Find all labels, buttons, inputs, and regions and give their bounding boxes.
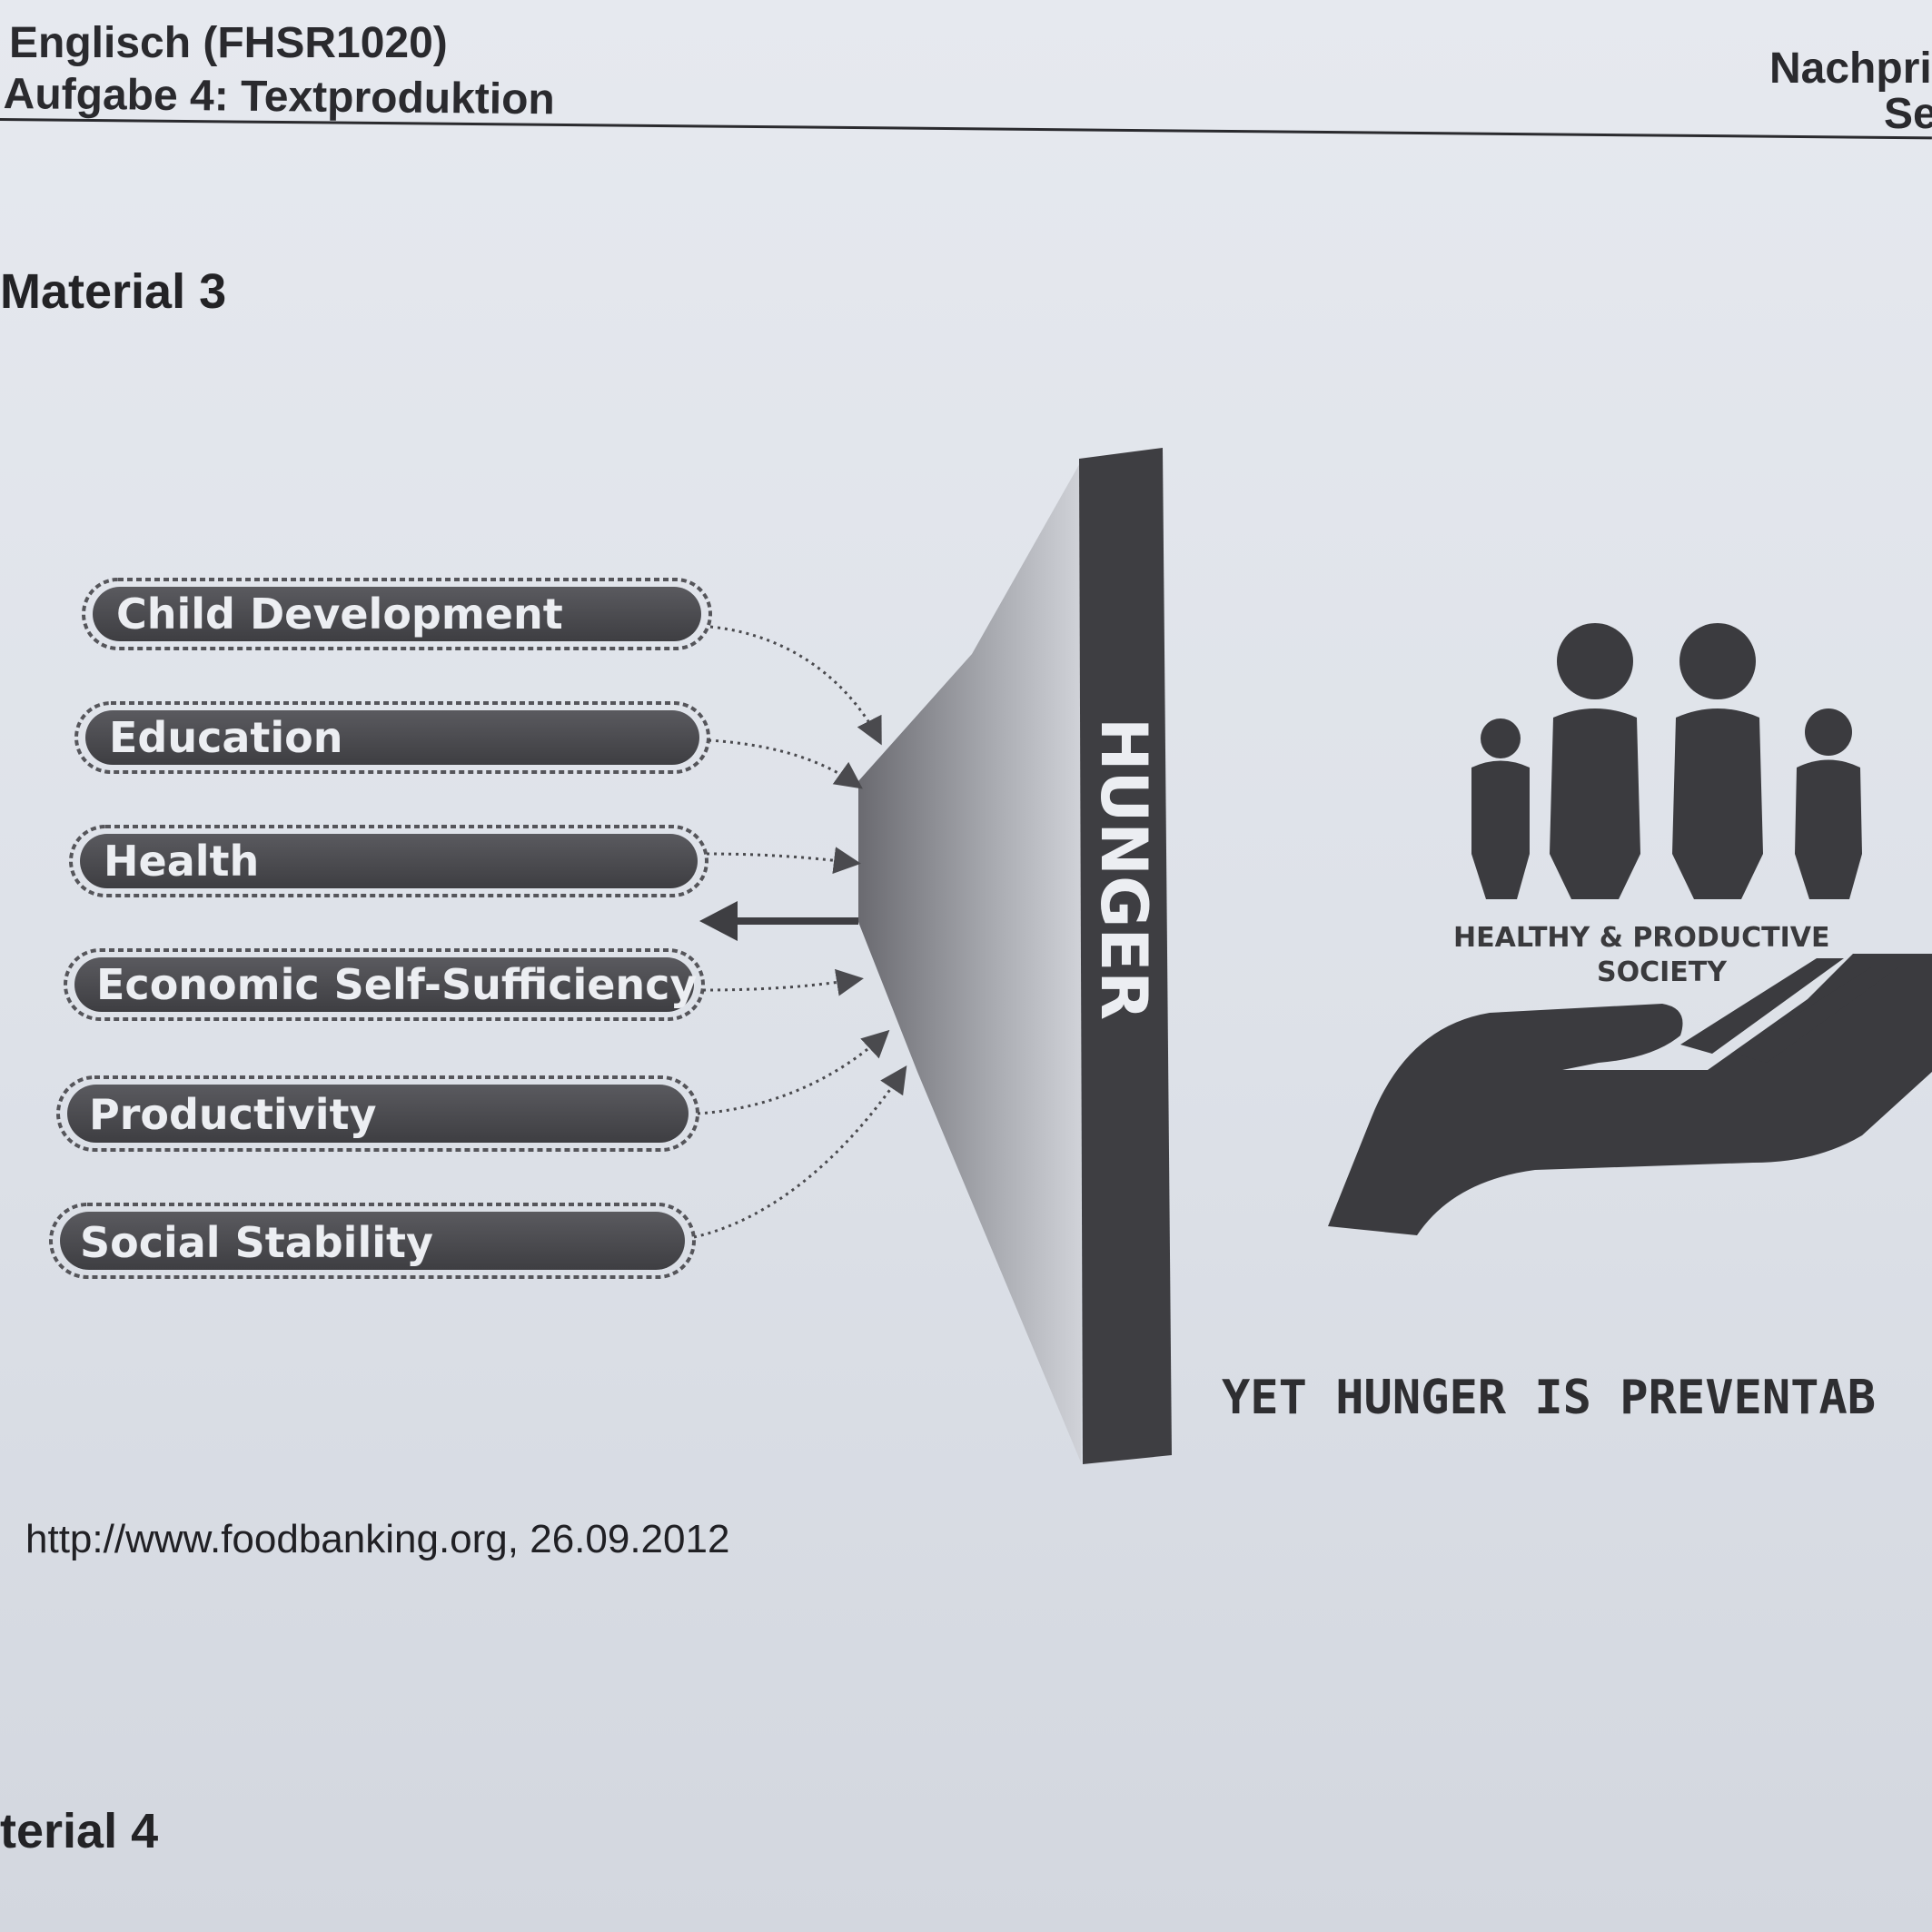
society-line-2: SOCIETY [1597,956,1728,988]
factor-label: Productivity [89,1090,376,1139]
factor-productivity: Productivity [56,1075,699,1152]
factor-child-development: Child Development [82,578,712,650]
factor-education: Education [74,701,710,774]
factor-health: Health [69,825,708,897]
connector-lines [693,625,907,1239]
header-subject: Englisch (FHSR1020) [9,19,448,67]
people-icon [1471,623,1862,899]
arrow-left-icon [699,901,858,941]
factor-label: Health [104,837,259,886]
tagline: YET HUNGER IS PREVENTAB [1222,1371,1876,1425]
hunger-label: HUNGER [1086,718,1161,1020]
factor-social-stability: Social Stability [49,1203,696,1279]
factor-label: Social Stability [80,1218,433,1267]
factor-label: Education [109,713,343,762]
material-title: Material 3 [0,264,227,319]
society-line-1: HEALTHY & PRODUCTIVE [1453,922,1830,954]
next-material-title: terial 4 [0,1804,159,1858]
header-right-top: Nachpri [1769,45,1932,93]
factor-list: Child Development Education Health Econo… [49,578,712,1279]
factor-economic-self-sufficiency: Economic Self-Sufficiency [64,948,705,1021]
funnel-shape [858,461,1081,1462]
source-url: http://www.foodbanking.org, 26.09.2012 [25,1517,730,1561]
header-right-bottom: Se [1884,90,1932,138]
factor-label: Child Development [116,590,563,639]
hunger-barrier [1079,448,1172,1464]
hand-icon [1328,954,1932,1235]
factor-label: Economic Self-Sufficiency [96,960,697,1009]
